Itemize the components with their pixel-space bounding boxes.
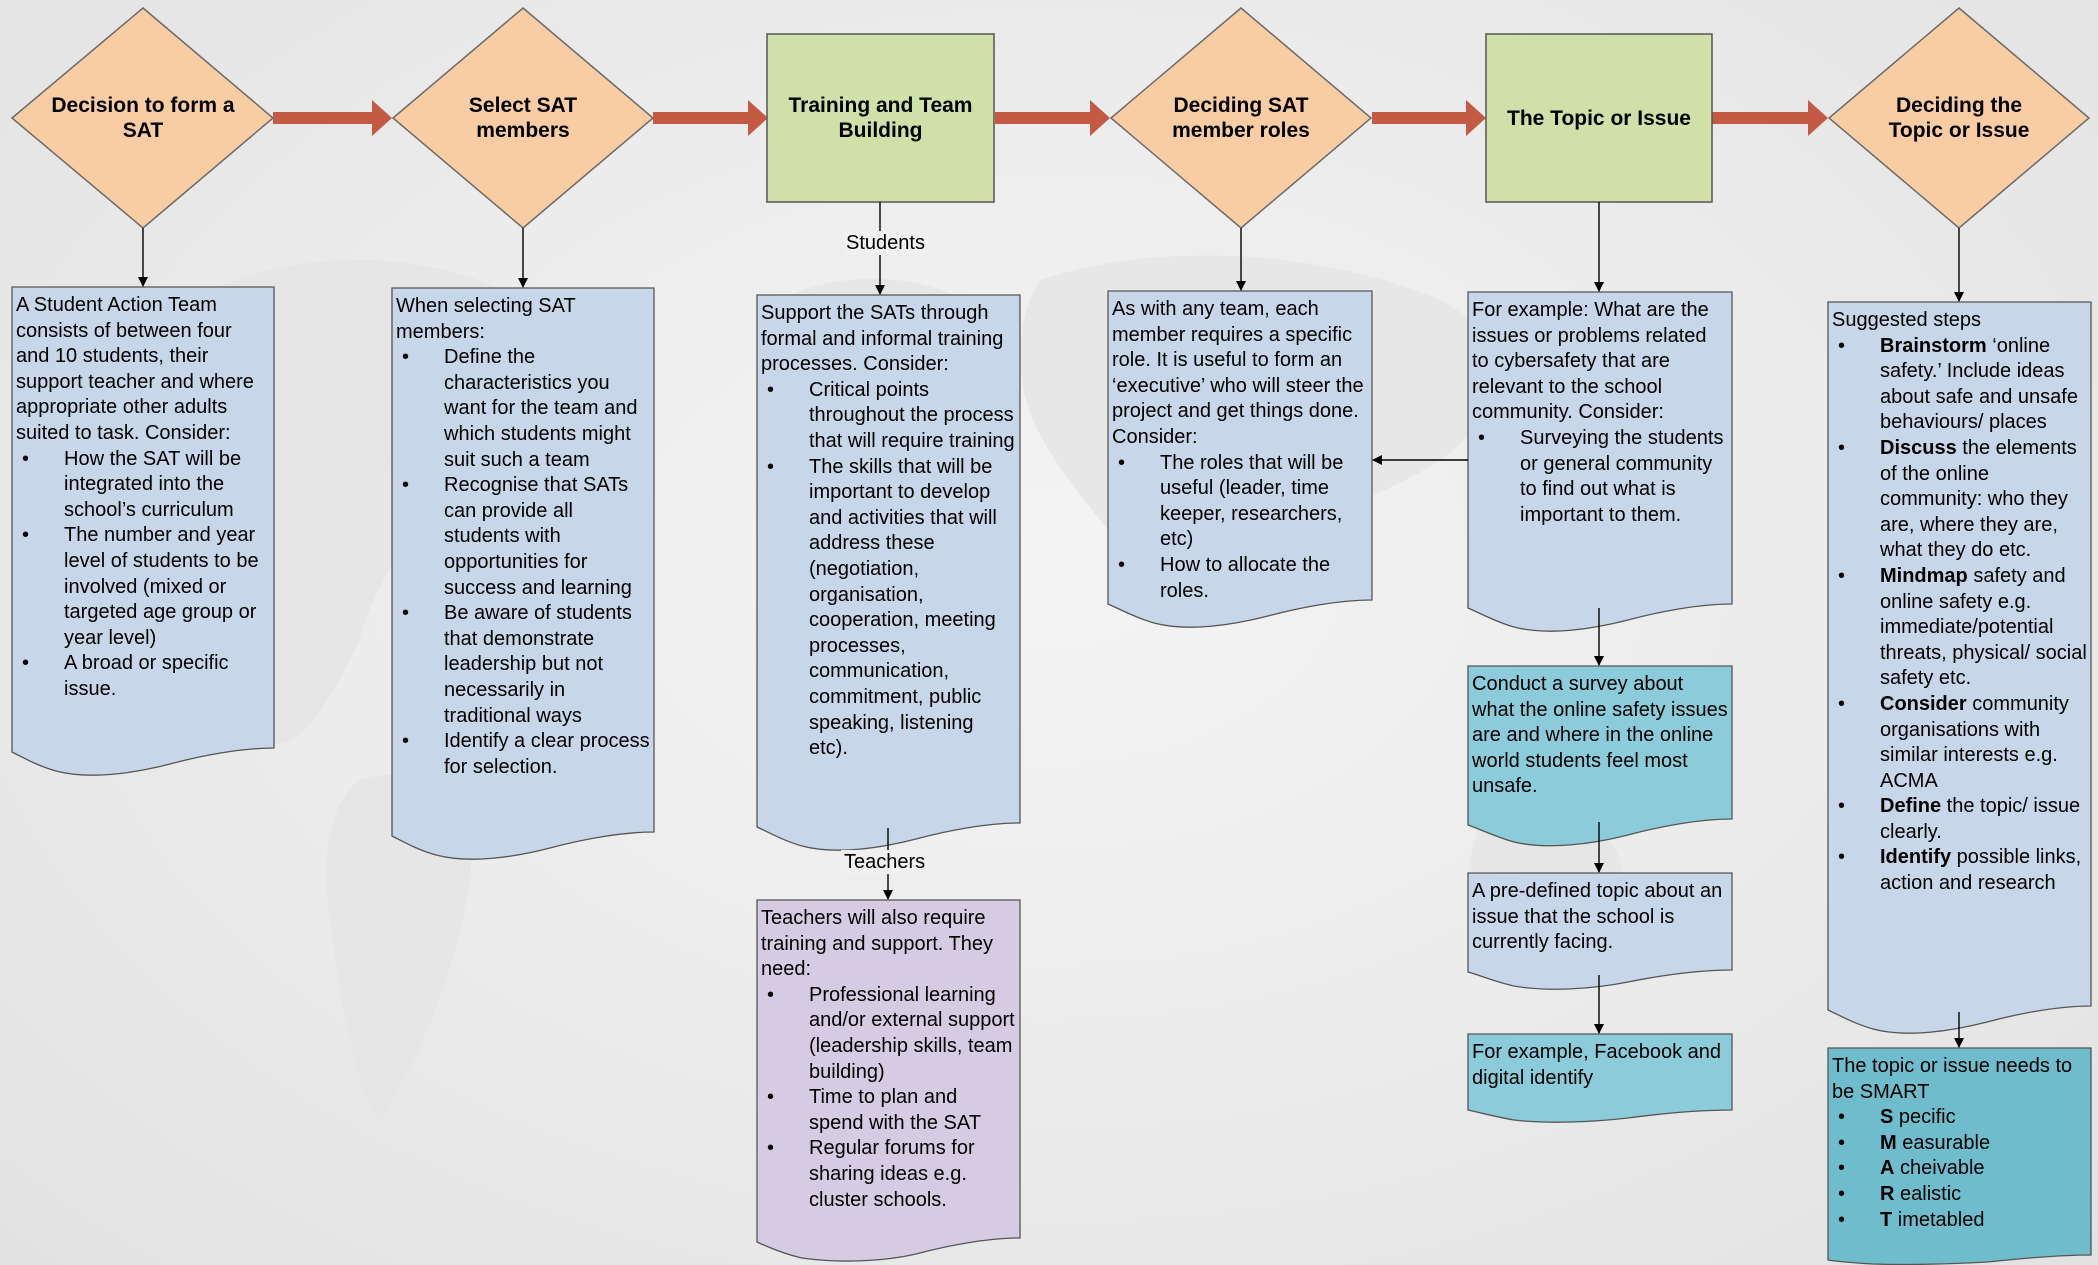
note-steps-list: Brainstorm ‘online safety.’ Include idea… [1832, 334, 2087, 897]
stage-title-topic: The Topic or Issue [1507, 106, 1691, 130]
note-students-list: Critical points throughout the process t… [761, 378, 1016, 762]
step-keyword: Define [1880, 795, 1942, 818]
note-roles-intro: As with any team, each member requires a… [1112, 298, 1364, 448]
flow-arrow-5-6 [1712, 100, 1828, 136]
note-select-list: Define the characteristics you want for … [396, 345, 650, 780]
note-suggested-steps: Suggested steps Brainstorm ‘online safet… [1828, 305, 2091, 897]
flow-arrow-4-5 [1372, 100, 1486, 136]
list-item: Identify possible links, action and rese… [1832, 845, 2087, 896]
step-text: community organisations with similar int… [1880, 692, 2069, 792]
list-item: Recognise that SATs can provide all stud… [396, 473, 650, 601]
list-item: The skills that will be important to dev… [761, 455, 1016, 762]
smart-text: pecific [1893, 1106, 1956, 1129]
list-item: T imetabled [1832, 1208, 2087, 1234]
list-item: Regular forums for sharing ideas e.g. cl… [761, 1136, 1016, 1213]
note-steps-intro: Suggested steps [1832, 309, 1981, 331]
note-facebook-text: For example, Facebook and digital identi… [1472, 1041, 1722, 1089]
list-item: Discuss the elements of the online commu… [1832, 436, 2087, 564]
list-item: Time to plan and spend with the SAT [761, 1085, 1016, 1136]
doc-shape-predefined [1467, 872, 1733, 990]
note-teachers-list: Professional learning and/or external su… [761, 983, 1016, 1213]
step-keyword: Consider [1880, 692, 1967, 715]
smart-letter: T [1880, 1208, 1893, 1231]
list-item: Be aware of students that demonstrate le… [396, 601, 650, 729]
step-keyword: Mindmap [1880, 564, 1968, 587]
note-teachers-intro: Teachers will also require training and … [761, 907, 994, 981]
doc-shape-survey [1467, 665, 1733, 847]
connectors [138, 202, 1964, 1048]
note-teacher-support: Teachers will also require training and … [757, 903, 1020, 1213]
smart-letter: R [1880, 1182, 1895, 1205]
edge-label-students: Students [843, 231, 928, 255]
flow-arrows [273, 100, 1828, 136]
step-text: the elements of the online community: wh… [1880, 436, 2077, 562]
smart-text: imetabled [1892, 1208, 1985, 1231]
list-item: How the SAT will be integrated into the … [16, 447, 270, 524]
stage-title-deciding-topic: Deciding the Topic or Issue [1888, 94, 2030, 142]
stage-title-training: Training and Team Building [788, 94, 973, 142]
note-smart-list: S pecific M easurable A cheivable R eali… [1832, 1105, 2087, 1233]
list-item: Define the characteristics you want for … [396, 345, 650, 473]
stage-title-select-members: Select SAT members [468, 94, 578, 142]
step-keyword: Brainstorm [1880, 334, 1987, 357]
note-sat-intro: A Student Action Team consists of betwee… [16, 294, 254, 444]
note-predefined-topic: A pre-defined topic about an issue that … [1468, 876, 1732, 956]
smart-text: ealistic [1894, 1182, 1962, 1205]
note-students-intro: Support the SATs through formal and info… [761, 302, 1004, 376]
edge-label-teachers: Teachers [841, 850, 929, 874]
note-topic-intro: For example: What are the issues or prob… [1472, 299, 1709, 424]
list-item: Define the topic/ issue clearly. [1832, 794, 2087, 845]
smart-text: easurable [1896, 1131, 1991, 1154]
list-item: A cheivable [1832, 1156, 2087, 1182]
flow-arrow-3-4 [995, 100, 1110, 136]
smart-text: cheivable [1894, 1157, 1985, 1180]
list-item: R ealistic [1832, 1182, 2087, 1208]
note-conduct-survey: Conduct a survey about what the online s… [1468, 669, 1732, 800]
note-survey-text: Conduct a survey about what the online s… [1472, 673, 1728, 798]
note-facebook-example: For example, Facebook and digital identi… [1468, 1037, 1732, 1091]
list-item: The roles that will be useful (leader, t… [1112, 451, 1368, 553]
doc-shape-facebook [1467, 1033, 1733, 1123]
note-select-intro: When selecting SAT members: [396, 295, 576, 343]
list-item: A broad or specific issue. [16, 651, 270, 702]
list-item: Critical points throughout the process t… [761, 378, 1016, 455]
note-predefined-text: A pre-defined topic about an issue that … [1472, 880, 1723, 954]
smart-letter: A [1880, 1157, 1895, 1180]
step-keyword: Discuss [1880, 436, 1957, 459]
note-smart-intro: The topic or issue needs to be SMART [1832, 1055, 2073, 1103]
note-topic-list: Surveying the students or general commun… [1472, 426, 1728, 528]
note-topic-example: For example: What are the issues or prob… [1468, 295, 1732, 528]
process-box-training [766, 33, 995, 203]
smart-letter: S [1880, 1106, 1894, 1129]
process-box-topic [1485, 33, 1713, 203]
flow-arrow-1-2 [273, 100, 392, 136]
list-item: Identify a clear process for selection. [396, 729, 650, 780]
note-selecting-members: When selecting SAT members: Define the c… [392, 291, 654, 780]
step-text: the topic/ issue clearly. [1880, 795, 2081, 843]
list-item: S pecific [1832, 1105, 2087, 1131]
step-text: possible links, action and research [1880, 846, 2082, 895]
flow-arrow-2-3 [653, 100, 768, 136]
note-smart-criteria: The topic or issue needs to be SMART S p… [1828, 1051, 2091, 1233]
list-item: Brainstorm ‘online safety.’ Include idea… [1832, 334, 2087, 436]
step-text: safety and online safety e.g. immediate/… [1880, 564, 2087, 690]
list-item: The number and year level of students to… [16, 523, 270, 651]
note-member-roles: As with any team, each member requires a… [1108, 294, 1372, 604]
list-item: Mindmap safety and online safety e.g. im… [1832, 564, 2087, 692]
list-item: M easurable [1832, 1131, 2087, 1157]
stage-title-form-sat: Decision to form a SAT [51, 94, 235, 142]
step-text: ‘online safety.’ Include ideas about saf… [1880, 334, 2078, 434]
list-item: How to allocate the roles. [1112, 553, 1368, 604]
list-item: Professional learning and/or external su… [761, 983, 1016, 1085]
note-sat-list: How the SAT will be integrated into the … [16, 447, 270, 703]
smart-letter: M [1880, 1131, 1897, 1154]
note-sat-definition: A Student Action Team consists of betwee… [12, 290, 274, 703]
note-student-training: Support the SATs through formal and info… [757, 298, 1020, 762]
list-item: Surveying the students or general commun… [1472, 426, 1728, 528]
note-roles-list: The roles that will be useful (leader, t… [1112, 451, 1368, 605]
list-item: Consider community organisations with si… [1832, 692, 2087, 794]
stage-title-member-roles: Deciding SAT member roles [1172, 94, 1310, 142]
step-keyword: Identify [1880, 846, 1952, 869]
